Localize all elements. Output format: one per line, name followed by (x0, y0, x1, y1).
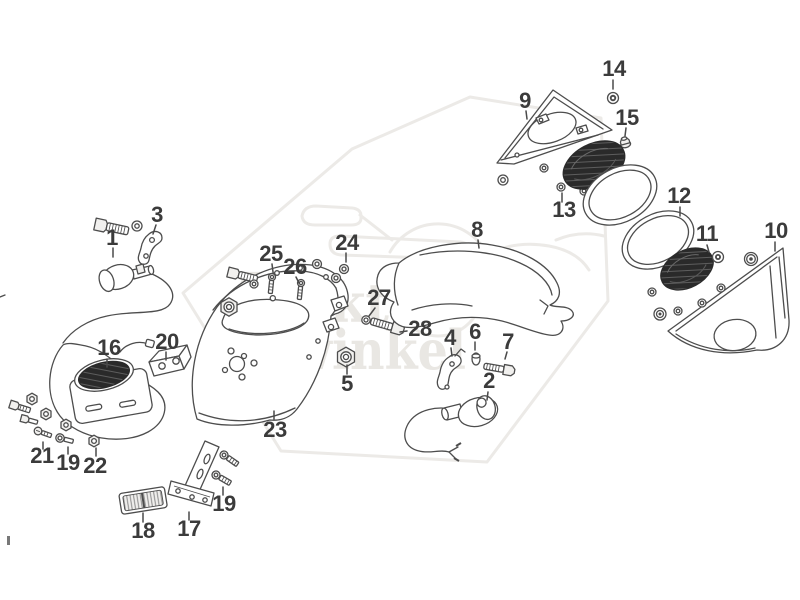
part-label-17-16: 17 (177, 516, 201, 542)
part-8-inner-fender (376, 242, 574, 336)
fender-edge-nuts (311, 258, 342, 284)
part-label-22-22: 22 (83, 453, 107, 479)
part-label-9-8: 9 (519, 88, 531, 114)
edge-artifact-mark (0, 294, 6, 298)
leader-line-27 (368, 307, 376, 317)
part-11-lens-dark (660, 247, 714, 291)
part-10-side-cover (667, 247, 790, 354)
part-label-21-21: 21 (30, 443, 54, 469)
part-label-15-14: 15 (615, 105, 639, 131)
part-27-washer (361, 315, 371, 325)
leader-lines (42, 79, 776, 523)
part-label-18-17: 18 (131, 518, 155, 544)
part-14-grommet (606, 91, 620, 105)
part-3-bracket (137, 230, 163, 265)
part-25-screw (267, 272, 277, 302)
part-label-1: 1 (106, 225, 118, 251)
leader-line-15 (624, 127, 627, 137)
part-2-rear-indicator (404, 395, 499, 462)
part-label-12-11: 12 (667, 183, 691, 209)
part-19-screws-right (211, 450, 240, 486)
part-1-bolt (93, 217, 130, 236)
leader-line-9 (525, 110, 528, 120)
part-18-reflector (118, 486, 168, 515)
part-label-20-20: 20 (155, 329, 179, 355)
part-4-bracket (436, 348, 466, 390)
part-label-14-13: 14 (602, 56, 626, 82)
leader-line-7 (504, 351, 508, 360)
fender-mounting-bolt (226, 266, 259, 289)
part-label-23-23: 23 (263, 417, 287, 443)
part-label-6-5: 6 (469, 319, 481, 345)
cover-grommets-right (647, 250, 759, 321)
leader-line-3 (152, 224, 157, 235)
part-15-nut (619, 136, 632, 149)
part-5-flange-nut (336, 346, 356, 368)
leader-line-2 (486, 391, 489, 401)
fender-flange-nut (220, 297, 238, 317)
part-label-4-3: 4 (444, 325, 456, 351)
leader-line-26 (295, 276, 300, 284)
part-label-3-2: 3 (151, 202, 163, 228)
part-1-washer (131, 220, 143, 232)
part-label-11-10: 11 (695, 221, 719, 247)
leader-line-4 (450, 347, 453, 357)
part-label-19-19: 19 (212, 491, 236, 517)
part-label-26-26: 26 (283, 254, 307, 280)
part-label-28-28: 28 (408, 316, 432, 342)
part-label-16-15: 16 (97, 335, 121, 361)
front-indicator-lamp (62, 263, 174, 344)
part-21-bolts-nuts (8, 392, 53, 439)
part-label-24-24: 24 (335, 230, 359, 256)
part-7-screw (483, 362, 516, 377)
part-label-2-1: 2 (483, 368, 495, 394)
lens-ring-left (582, 164, 658, 226)
leader-line-25 (271, 263, 274, 273)
part-label-19-18: 19 (56, 450, 80, 476)
part-24-nut (338, 263, 350, 275)
part-label-5-4: 5 (341, 371, 353, 397)
part-6-grommet (471, 352, 481, 366)
part-20-bracket (148, 344, 192, 377)
leader-line-8 (477, 239, 480, 249)
part-label-7-6: 7 (502, 329, 514, 355)
part-26-screw (296, 278, 306, 301)
part-17-bracket (167, 440, 220, 507)
part-label-13-12: 13 (552, 197, 576, 223)
part-19-screw-left (55, 418, 74, 444)
leader-line-11 (706, 244, 710, 253)
part-label-10-9: 10 (764, 218, 788, 244)
part-9-side-cover (496, 89, 613, 165)
part-16-taillight (49, 338, 166, 440)
page-artifact-mark (7, 536, 10, 545)
part-label-27-27: 27 (367, 285, 391, 311)
part-label-25-25: 25 (259, 241, 283, 267)
leader-line-28 (399, 330, 408, 333)
part-22-nut (88, 434, 100, 448)
part-label-8-7: 8 (471, 217, 483, 243)
